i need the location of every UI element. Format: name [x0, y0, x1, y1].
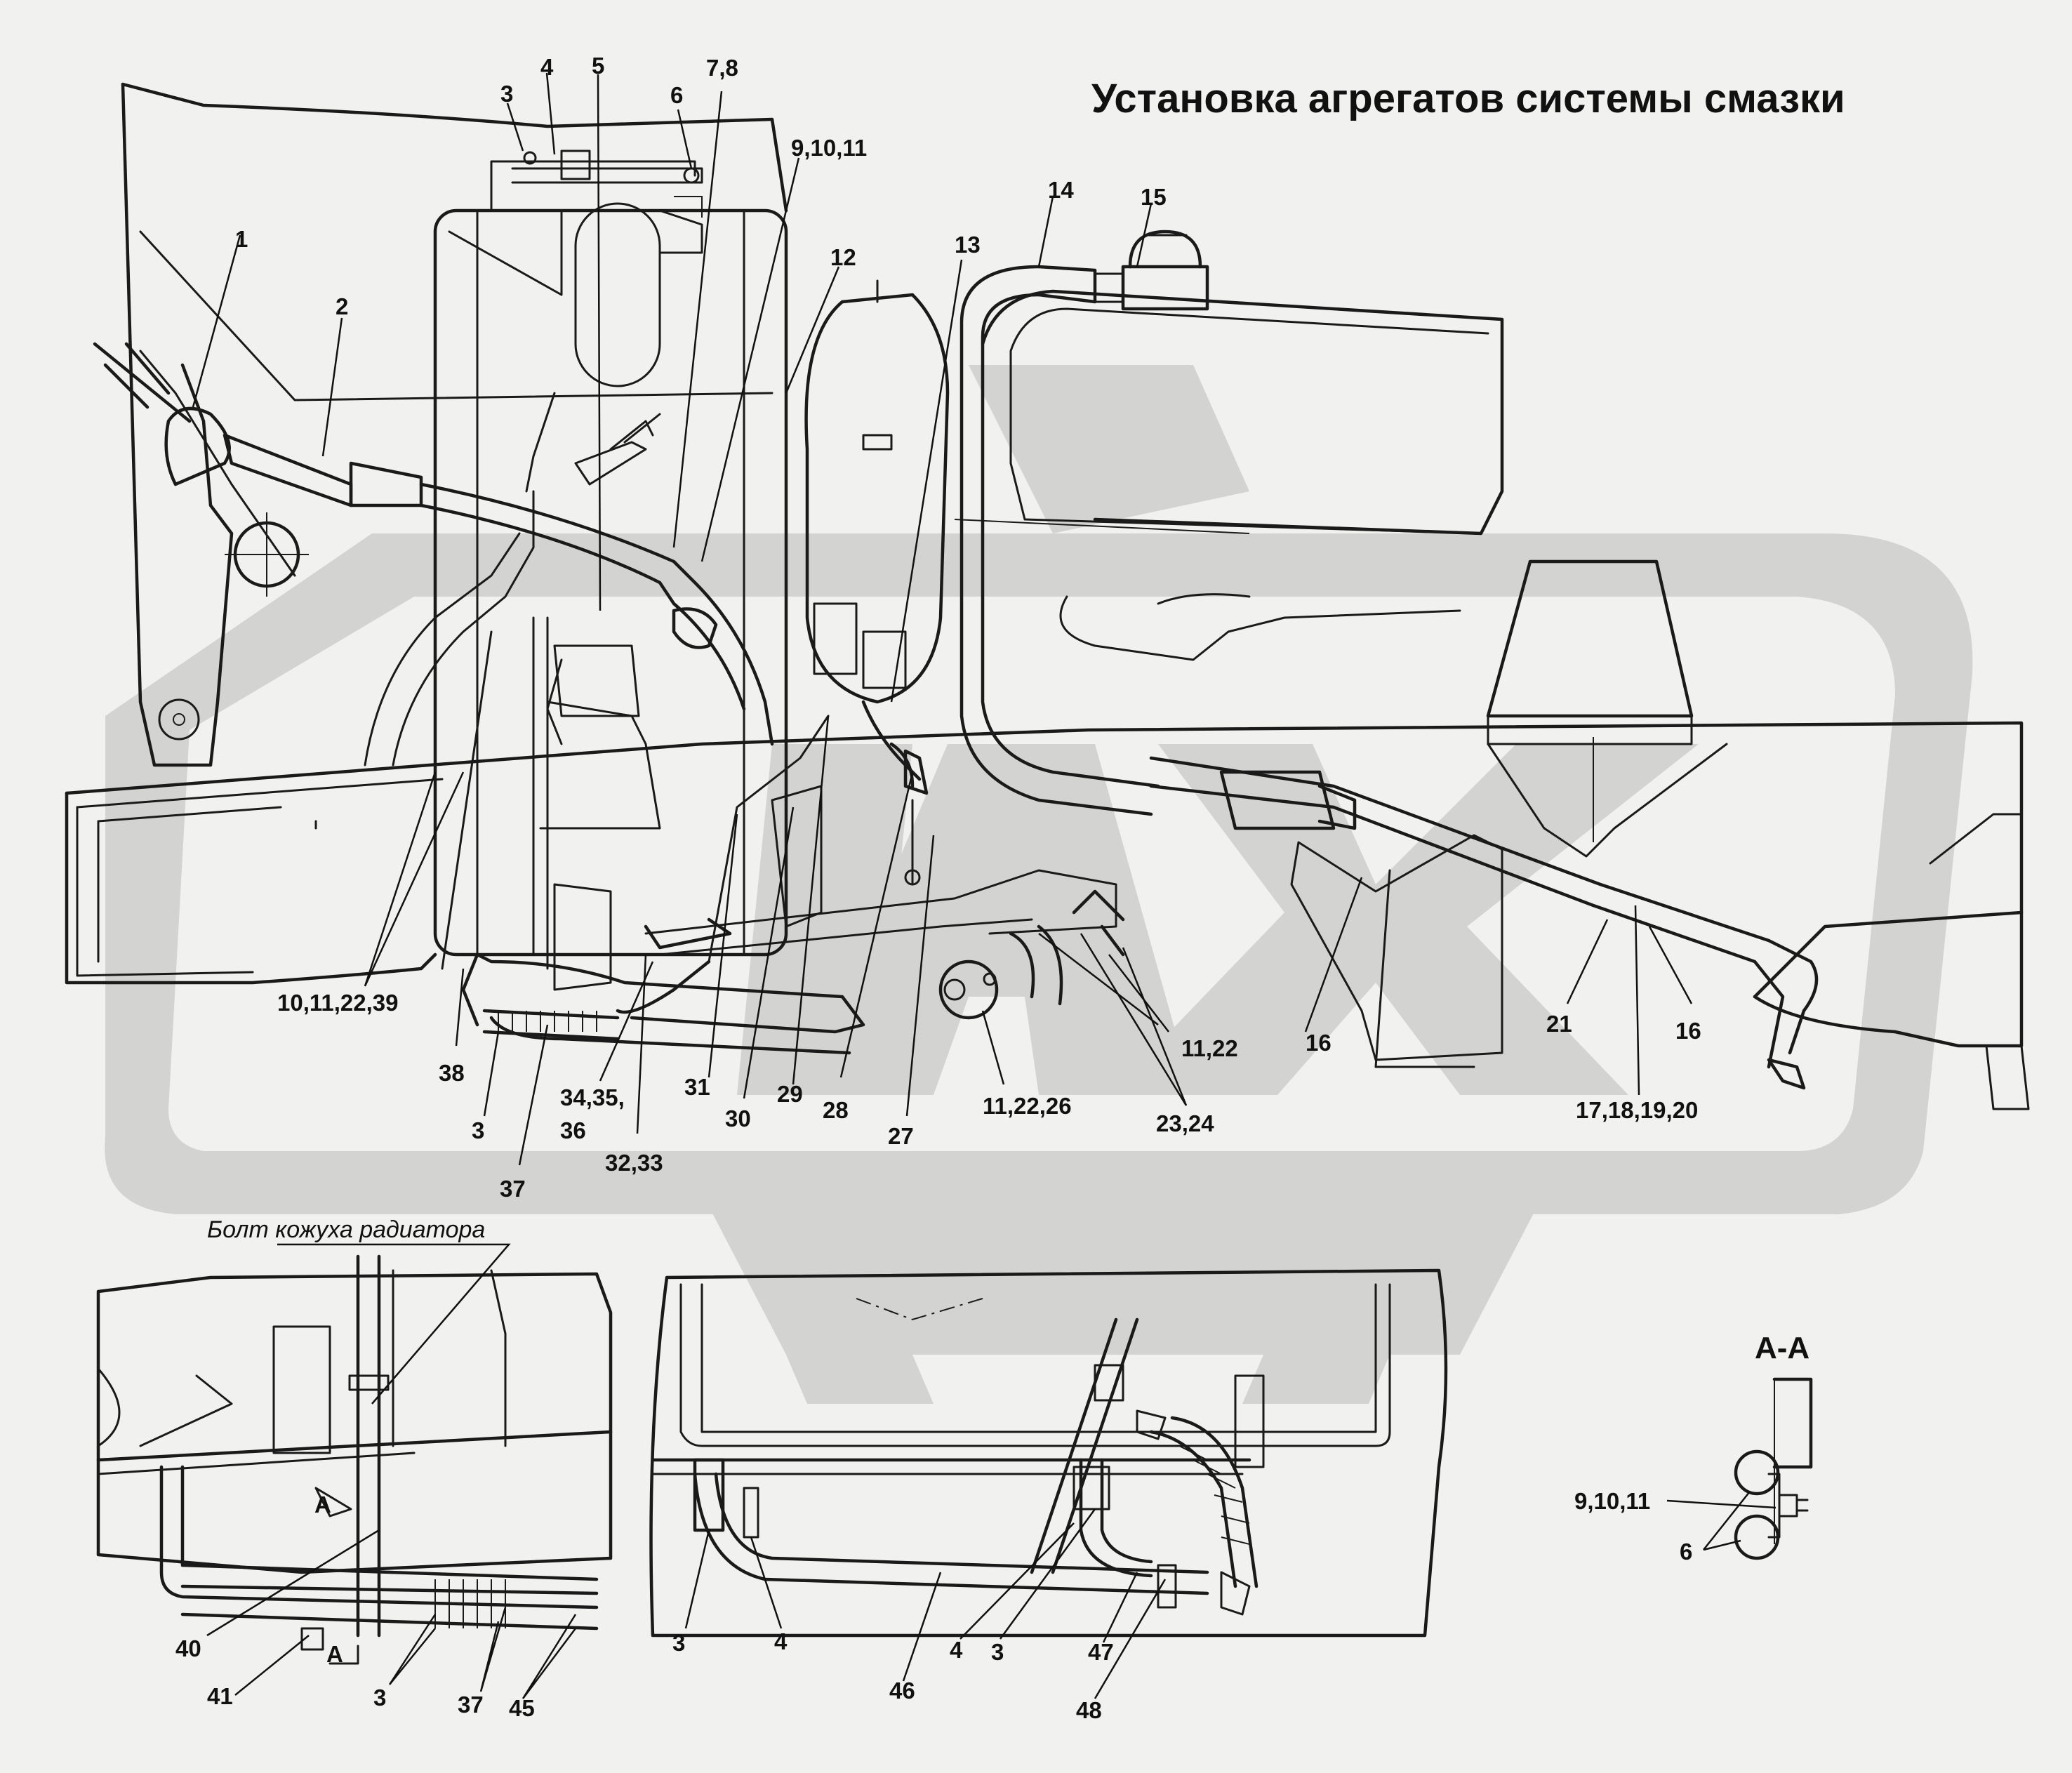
callout-32-33: 32,33 — [605, 1150, 663, 1176]
callout-28: 28 — [823, 1097, 849, 1123]
callout-16-left: 16 — [1306, 1030, 1331, 1056]
callout-21: 21 — [1546, 1011, 1572, 1037]
callout-38: 38 — [439, 1060, 465, 1086]
callout-5: 5 — [592, 53, 604, 79]
diagram-title: Установка агрегатов системы смазки — [1091, 76, 1845, 121]
callout-1: 1 — [235, 226, 248, 252]
callout-6-section: 6 — [1680, 1539, 1692, 1565]
callout-37-inset-left: 37 — [458, 1692, 484, 1718]
callout-45: 45 — [509, 1695, 535, 1721]
inset-right-labels: A-A 9,10,11 6 — [1574, 1331, 1809, 1565]
callout-37: 37 — [500, 1176, 526, 1202]
section-marker-a-top: A — [314, 1492, 331, 1518]
callout-3: 3 — [500, 81, 513, 107]
inset-middle-labels: 3 4 46 4 3 47 48 — [672, 1628, 1114, 1723]
callout-2: 2 — [336, 293, 348, 319]
callout-4-inset-mid-b: 4 — [950, 1637, 963, 1663]
callout-15: 15 — [1141, 184, 1167, 210]
callout-40: 40 — [175, 1635, 201, 1661]
watermark-logo — [105, 365, 1973, 1404]
callout-7-8: 7,8 — [706, 55, 738, 81]
oil-cooler — [1219, 770, 1336, 830]
callout-36: 36 — [560, 1117, 586, 1143]
callout-16-right: 16 — [1675, 1018, 1701, 1044]
frame-side-member — [65, 721, 2024, 1048]
callout-14: 14 — [1048, 177, 1074, 203]
leader-lines — [192, 72, 1693, 1166]
callout-9-10-11-section: 9,10,11 — [1574, 1488, 1650, 1514]
oil-pump — [938, 959, 999, 1020]
inset-left-labels: Болт кожуха радиатора A A 40 41 3 37 45 — [175, 1216, 535, 1721]
callout-41: 41 — [207, 1683, 233, 1709]
inset-section-aa — [1666, 1377, 1813, 1560]
callout-4: 4 — [540, 54, 554, 80]
callout-30: 30 — [725, 1105, 751, 1131]
section-marker-a-bottom: A — [326, 1641, 343, 1667]
callout-17-20: 17,18,19,20 — [1576, 1097, 1698, 1123]
inset-middle — [649, 1268, 1448, 1699]
callout-9-10-11: 9,10,11 — [791, 135, 867, 161]
callout-23-24: 23,24 — [1156, 1110, 1214, 1136]
callout-3-inset-left: 3 — [373, 1685, 386, 1711]
callout-29: 29 — [777, 1081, 803, 1107]
filler-neck — [93, 342, 192, 423]
callout-11-22: 11,22 — [1181, 1035, 1238, 1061]
callout-47: 47 — [1088, 1639, 1114, 1665]
engine-block — [981, 289, 1504, 536]
callout-labels: 1 2 3 4 5 6 7,8 9,10,11 12 13 14 15 16 1… — [235, 53, 1701, 1202]
callout-3-inset-mid-a: 3 — [672, 1630, 685, 1656]
callout-11-22-26: 11,22,26 — [983, 1093, 1072, 1119]
callout-13: 13 — [955, 232, 981, 258]
section-aa-title: A-A — [1755, 1331, 1809, 1365]
main-view — [65, 82, 2030, 1110]
inset-left — [96, 820, 613, 1699]
callout-46: 46 — [889, 1678, 915, 1704]
callout-12: 12 — [830, 244, 856, 270]
oil-centrifuge — [804, 293, 950, 704]
callout-3-bottom: 3 — [472, 1117, 484, 1143]
oil-reservoir — [1121, 265, 1209, 311]
callout-27: 27 — [888, 1123, 914, 1149]
callout-10-11-22-39: 10,11,22,39 — [277, 990, 399, 1016]
callout-4-inset-mid-a: 4 — [774, 1628, 788, 1654]
callout-3-inset-mid-b: 3 — [991, 1639, 1004, 1665]
radiator-bolt-note: Болт кожуха радиатора — [207, 1216, 485, 1243]
callout-34-35: 34,35, — [560, 1084, 625, 1110]
callout-6: 6 — [670, 82, 683, 108]
callout-48: 48 — [1076, 1697, 1102, 1723]
callout-31: 31 — [684, 1074, 710, 1100]
cab-outline — [121, 82, 788, 213]
